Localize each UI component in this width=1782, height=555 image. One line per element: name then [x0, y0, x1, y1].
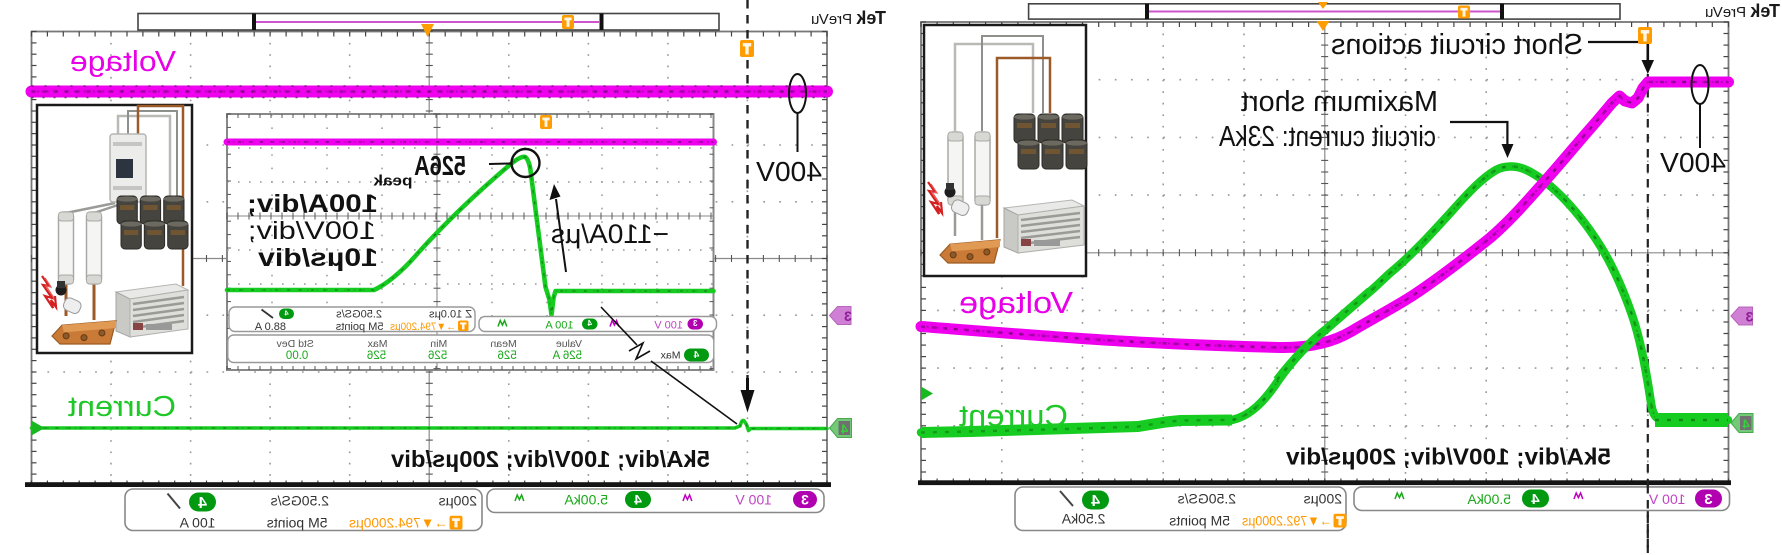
- svg-text:2.50kA: 2.50kA: [1061, 511, 1105, 527]
- svg-text:526: 526: [498, 350, 517, 362]
- svg-text:3: 3: [844, 308, 852, 324]
- svg-text:0.00: 0.00: [286, 350, 308, 362]
- svg-text:3: 3: [1704, 491, 1712, 508]
- svg-text:4: 4: [1091, 493, 1100, 510]
- svg-text:3: 3: [692, 319, 697, 328]
- svg-text:400V: 400V: [1660, 147, 1726, 178]
- svg-text:Tek PreVu: Tek PreVu: [1705, 1, 1780, 21]
- svg-text:→▼792.2000µs: →▼792.2000µs: [1242, 513, 1332, 529]
- svg-text:4: 4: [198, 495, 207, 512]
- svg-text:→▼794.2000µs: →▼794.2000µs: [349, 515, 448, 531]
- svg-text:Voltage: Voltage: [70, 46, 176, 78]
- svg-text:Max: Max: [660, 350, 681, 362]
- svg-text:400V: 400V: [756, 156, 822, 187]
- svg-text:5.00kA: 5.00kA: [564, 492, 608, 508]
- svg-text:4: 4: [693, 350, 699, 361]
- svg-text:526A: 526A: [414, 150, 466, 181]
- svg-text:200µs: 200µs: [1304, 491, 1342, 507]
- svg-text:2.50GS/s: 2.50GS/s: [271, 493, 329, 509]
- svg-text:5M points: 5M points: [335, 321, 383, 333]
- svg-text:4: 4: [840, 422, 848, 437]
- svg-text:5kA/div; 100V/div; 200µs/div: 5kA/div; 100V/div; 200µs/div: [391, 446, 710, 472]
- svg-text:Min: Min: [430, 338, 447, 350]
- svg-text:5kA/div; 100V/div; 200µs/div: 5kA/div; 100V/div; 200µs/div: [1286, 444, 1611, 470]
- svg-text:4: 4: [1742, 417, 1750, 432]
- svg-text:Max: Max: [367, 338, 388, 350]
- svg-text:4: 4: [1531, 491, 1540, 508]
- svg-text:526: 526: [367, 350, 386, 362]
- svg-text:Voltage: Voltage: [959, 285, 1073, 320]
- svg-text:526: 526: [428, 350, 447, 362]
- svg-text:100 A: 100 A: [179, 515, 215, 531]
- svg-text:4: 4: [634, 492, 642, 508]
- svg-text:88.0 A: 88.0 A: [254, 321, 286, 333]
- svg-text:Short circuit actions: Short circuit actions: [1331, 29, 1583, 61]
- svg-text:5.00kA: 5.00kA: [1467, 491, 1511, 507]
- svg-text:100 V: 100 V: [1648, 491, 1685, 507]
- svg-text:Tek PreVu: Tek PreVu: [811, 8, 886, 28]
- svg-text:526 A: 526 A: [552, 350, 582, 362]
- svg-text:10µs/div: 10µs/div: [258, 244, 378, 272]
- svg-text:Value: Value: [556, 338, 582, 350]
- svg-text:100V/div;: 100V/div;: [248, 217, 376, 245]
- svg-text:Mean: Mean: [490, 338, 516, 350]
- svg-text:→▼794.200µs: →▼794.200µs: [390, 321, 456, 333]
- svg-text:100 V: 100 V: [735, 492, 772, 508]
- svg-text:2.50GS/s: 2.50GS/s: [1178, 491, 1236, 507]
- svg-text:peak: peak: [373, 173, 413, 190]
- svg-text:200µs: 200µs: [439, 493, 477, 509]
- svg-text:2.50GS/s: 2.50GS/s: [336, 309, 382, 321]
- svg-text:Std Dev: Std Dev: [276, 338, 314, 350]
- svg-text:100 A: 100 A: [545, 320, 574, 332]
- svg-text:Current: Current: [68, 391, 176, 423]
- svg-text:100 V: 100 V: [654, 320, 683, 332]
- svg-text:Z 10.0µs: Z 10.0µs: [428, 309, 472, 321]
- svg-text:3: 3: [801, 492, 809, 508]
- svg-text:circuit current: 23kA: circuit current: 23kA: [1218, 121, 1436, 153]
- svg-text:5M points: 5M points: [1169, 513, 1230, 529]
- svg-text:−110A/µs: −110A/µs: [551, 219, 669, 249]
- svg-text:Maximum short: Maximum short: [1241, 86, 1438, 118]
- svg-text:4: 4: [587, 319, 592, 328]
- svg-text:100A/div;: 100A/div;: [247, 190, 378, 218]
- svg-text:3: 3: [1745, 309, 1753, 325]
- svg-text:5M points: 5M points: [267, 515, 328, 531]
- svg-text:4: 4: [284, 309, 289, 318]
- svg-text:Current: Current: [959, 398, 1068, 433]
